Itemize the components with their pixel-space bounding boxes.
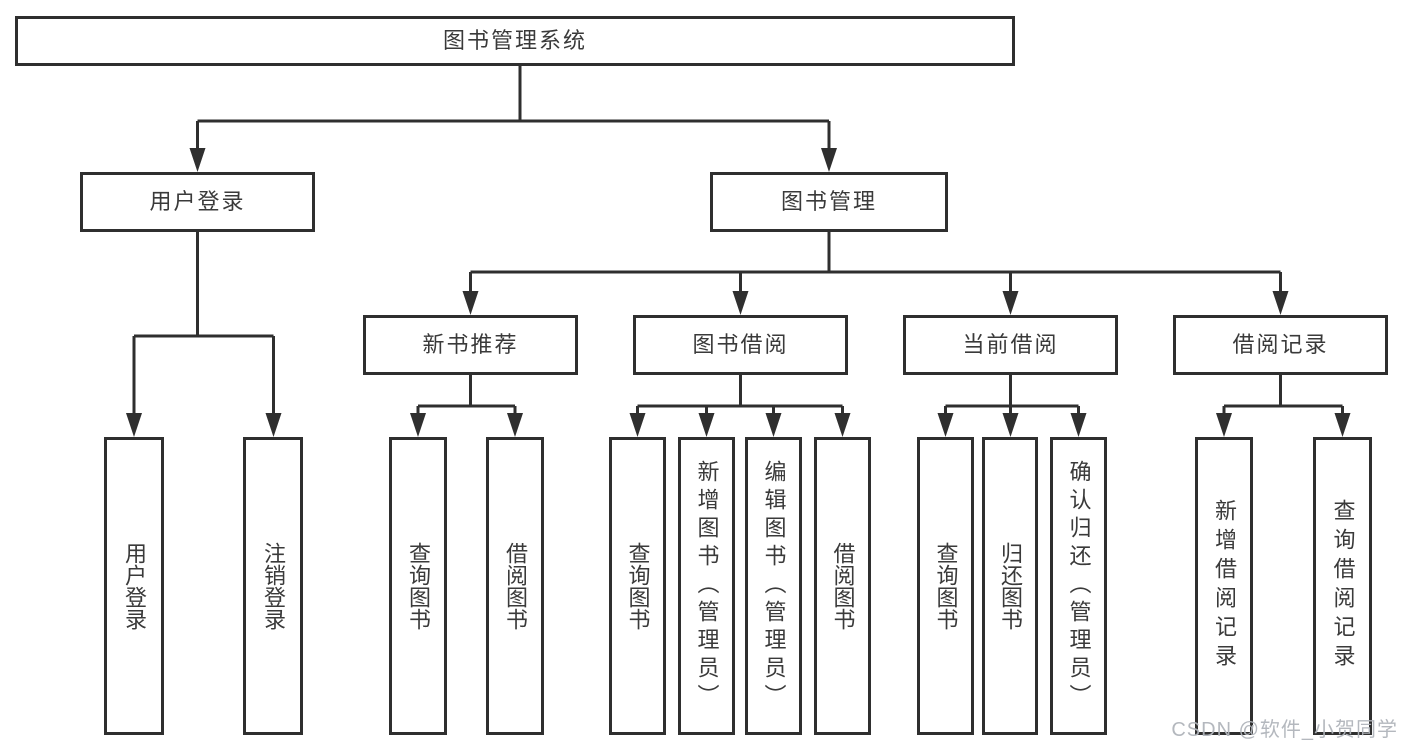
leaf-confirm-return-admin: 确认归还（管理员） xyxy=(1050,437,1107,735)
node-label: 查询图书 xyxy=(406,542,431,630)
node-label: 当前借阅 xyxy=(962,332,1059,357)
connector-current-trunk xyxy=(945,375,1079,408)
node-label: 图书管理 xyxy=(780,189,877,214)
node-label: 归还图书 xyxy=(998,542,1023,630)
node-book-borrowing: 图书借阅 xyxy=(633,315,848,375)
leaf-borrow-books-recommend: 借阅图书 xyxy=(486,437,544,735)
csdn-watermark: CSDN @软件_小贺同学 xyxy=(1171,719,1398,741)
node-label: 编辑图书（管理员） xyxy=(761,460,787,712)
node-current-borrowing: 当前借阅 xyxy=(903,315,1118,375)
leaf-edit-books-admin: 编辑图书（管理员） xyxy=(745,437,802,735)
node-label: 借阅图书 xyxy=(830,542,856,630)
node-new-book-recommendation: 新书推荐 xyxy=(363,315,578,375)
connector-root-trunk xyxy=(197,66,829,123)
connector-bookmgmt-trunk xyxy=(470,232,1281,274)
node-label: 新增图书（管理员） xyxy=(694,460,720,712)
node-label: 查询借阅记录 xyxy=(1330,499,1356,673)
node-user-login: 用户登录 xyxy=(80,172,315,232)
leaf-add-borrow-record: 新增借阅记录 xyxy=(1195,437,1253,735)
node-label: 注销登录 xyxy=(261,542,286,630)
node-label: 图书管理系统 xyxy=(442,28,587,53)
node-label: 查询图书 xyxy=(933,542,959,630)
node-label: 确认归还（管理员） xyxy=(1066,460,1092,712)
node-label: 新增借阅记录 xyxy=(1212,499,1237,673)
node-book-management: 图书管理 xyxy=(710,172,948,232)
node-label: 新书推荐 xyxy=(422,332,519,357)
node-borrowing-records: 借阅记录 xyxy=(1173,315,1388,375)
leaf-query-books-borrow: 查询图书 xyxy=(609,437,666,735)
node-label: 用户登录 xyxy=(149,189,246,214)
leaf-logout: 注销登录 xyxy=(243,437,303,735)
leaf-query-books-current: 查询图书 xyxy=(917,437,974,735)
node-label: 查询图书 xyxy=(625,542,651,630)
leaf-add-books-admin: 新增图书（管理员） xyxy=(678,437,735,735)
leaf-borrow-books: 借阅图书 xyxy=(814,437,871,735)
leaf-user-login: 用户登录 xyxy=(104,437,164,735)
leaf-query-books-recommend: 查询图书 xyxy=(389,437,447,735)
connector-records-trunk xyxy=(1224,375,1343,408)
node-label: 用户登录 xyxy=(122,542,147,630)
connector-userlogin-trunk xyxy=(134,232,274,338)
leaf-query-borrow-record: 查询借阅记录 xyxy=(1313,437,1372,735)
node-label: 图书借阅 xyxy=(692,332,789,357)
node-root-library-system: 图书管理系统 xyxy=(15,16,1015,66)
connector-newbook-trunk xyxy=(418,375,515,408)
leaf-return-books: 归还图书 xyxy=(982,437,1038,735)
node-label: 借阅图书 xyxy=(503,542,528,630)
connector-borrow-trunk xyxy=(637,375,843,408)
node-label: 借阅记录 xyxy=(1232,332,1329,357)
